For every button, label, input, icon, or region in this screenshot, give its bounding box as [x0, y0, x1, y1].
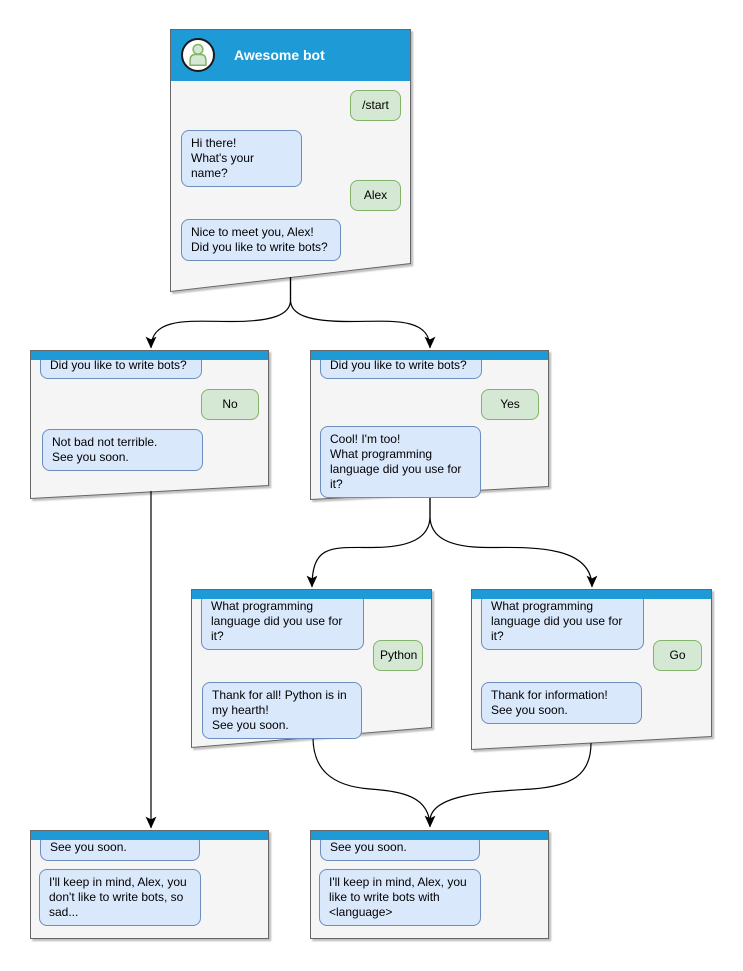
bye-yes-titlebar — [311, 831, 548, 840]
yes-branch-titlebar — [311, 351, 548, 360]
go-branch-titlebar — [472, 590, 711, 599]
connector-main-to-no[interactable] — [145, 277, 292, 349]
connector-go-to-bye[interactable] — [429, 742, 592, 822]
bye-yes-keepinmind-bubble[interactable]: I'll keep in mind, Alex, you like to wri… — [319, 869, 481, 926]
main-bubble-greeting[interactable]: Hi there! What's your name? — [181, 130, 302, 187]
no-branch-titlebar — [31, 351, 268, 360]
python-branch-answer-bubble[interactable]: Python — [373, 640, 423, 671]
python-branch-question-bubble[interactable]: What programming language did you use fo… — [201, 593, 364, 650]
no-branch-answer-bubble[interactable]: No — [201, 389, 259, 420]
user-avatar-icon — [189, 43, 207, 67]
main-bubble-start-command[interactable]: /start — [350, 90, 401, 121]
no-branch-reply-bubble[interactable]: Not bad not terrible. See you soon. — [42, 429, 203, 471]
go-branch-answer-bubble[interactable]: Go — [653, 640, 702, 671]
connector-main-to-yes[interactable] — [289, 277, 436, 349]
yes-branch-answer-bubble[interactable]: Yes — [481, 389, 539, 420]
main-bubble-question[interactable]: Nice to meet you, Alex! Did you like to … — [181, 219, 341, 261]
connector-python-to-bye[interactable] — [312, 736, 436, 828]
bye-no-keepinmind-bubble[interactable]: I'll keep in mind, Alex, you don't like … — [39, 869, 201, 926]
go-branch-question-bubble[interactable]: What programming language did you use fo… — [481, 593, 644, 650]
python-branch-reply-bubble[interactable]: Thank for all! Python is in my hearth! S… — [202, 682, 362, 739]
bot-title: Awesome bot — [234, 47, 325, 63]
python-branch-titlebar — [192, 590, 431, 599]
connector-yes-to-go[interactable] — [429, 493, 598, 588]
yes-branch-reply-bubble[interactable]: Cool! I'm too! What programming language… — [320, 426, 481, 498]
bye-no-titlebar — [31, 831, 268, 840]
avatar — [181, 38, 215, 72]
go-branch-reply-bubble[interactable]: Thank for information! See you soon. — [481, 682, 642, 724]
connector-yes-to-python[interactable] — [306, 493, 431, 588]
main-bubble-name-reply[interactable]: Alex — [350, 180, 401, 211]
